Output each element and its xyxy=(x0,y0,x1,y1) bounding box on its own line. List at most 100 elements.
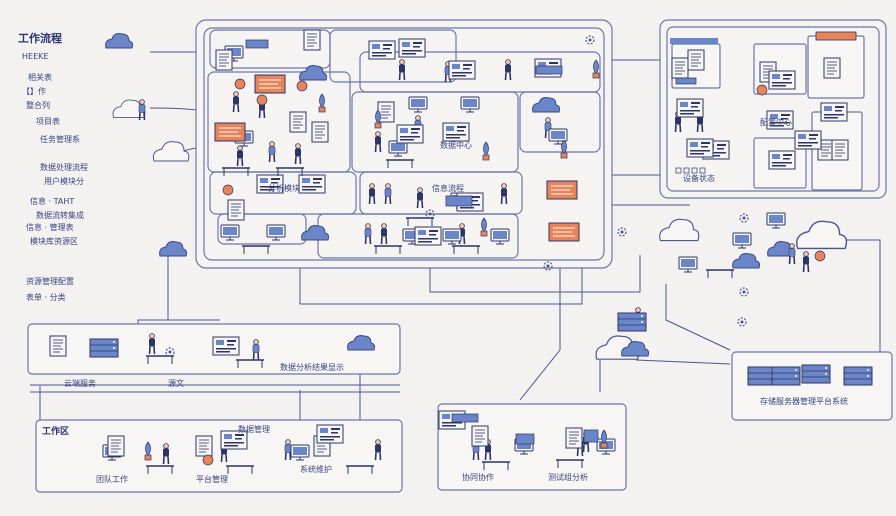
monitor-icon xyxy=(732,232,752,249)
board-icon xyxy=(298,174,326,194)
orange-card-icon xyxy=(548,222,580,242)
board-icon xyxy=(414,226,442,246)
accent-dot xyxy=(296,80,308,92)
server-icon xyxy=(89,338,119,358)
document-icon xyxy=(687,49,705,71)
blue-block xyxy=(675,77,697,85)
bottom-left-caption-4: 系统维护 xyxy=(300,465,332,474)
cloud-icon xyxy=(152,141,190,162)
blue-block xyxy=(535,65,563,75)
cloud-icon xyxy=(659,218,700,242)
document-icon xyxy=(471,425,489,447)
person-icon xyxy=(802,250,810,273)
board-icon xyxy=(794,130,822,150)
document-icon xyxy=(831,139,849,161)
document-icon xyxy=(215,49,233,71)
mid-left-caption-left: 云端服务 xyxy=(64,379,96,388)
connector-line xyxy=(299,268,583,305)
left-column-line: HEEKE xyxy=(22,52,49,61)
person-icon xyxy=(788,242,796,265)
orange-card-icon xyxy=(815,31,857,41)
board-icon xyxy=(448,60,476,80)
bottom-left-caption-2: 平台管理 xyxy=(196,475,228,484)
left-column-line: 【】作 xyxy=(22,87,46,96)
small-square xyxy=(683,167,690,174)
monitor-icon xyxy=(766,212,786,229)
board-icon xyxy=(442,122,470,142)
right-bottom-caption: 存储服务器管理平台系统 xyxy=(760,397,848,406)
board-icon xyxy=(398,38,426,58)
blue-block xyxy=(245,39,269,49)
accent-dot xyxy=(814,250,826,262)
right-bottom-panel xyxy=(731,351,893,421)
connector-line xyxy=(149,107,197,111)
document-icon xyxy=(311,121,329,143)
accent-dot xyxy=(256,94,268,106)
document-icon xyxy=(227,199,245,221)
board-icon xyxy=(316,424,344,444)
right-label-1: 配置中心 xyxy=(760,118,792,127)
board-icon xyxy=(396,124,424,144)
connector-line xyxy=(635,359,731,365)
center-subpanel xyxy=(519,91,601,153)
accent-dot xyxy=(202,454,214,466)
document-icon xyxy=(303,29,321,51)
board-icon xyxy=(368,40,396,60)
gear-icon xyxy=(739,213,749,223)
cloud-icon xyxy=(105,33,134,49)
small-square xyxy=(699,167,706,174)
board-icon xyxy=(212,336,240,356)
blue-block xyxy=(445,195,473,207)
server-icon xyxy=(843,366,873,386)
left-column-line: 模块库资源区 xyxy=(30,237,78,246)
document-icon xyxy=(195,435,213,457)
cloud-icon xyxy=(159,241,188,257)
gear-icon xyxy=(739,287,749,297)
board-icon xyxy=(686,138,714,158)
server-icon xyxy=(617,312,647,332)
connector-line xyxy=(665,284,731,351)
connector-line xyxy=(429,255,641,293)
cloud-icon xyxy=(732,253,761,269)
board-icon xyxy=(820,102,848,122)
server-icon xyxy=(801,364,831,384)
left-column-line: 数据处理流程 xyxy=(40,163,88,172)
center-subpanel xyxy=(217,213,307,245)
bottom-left-caption-1: 团队工作 xyxy=(96,475,128,484)
accent-dot xyxy=(756,84,768,96)
server-icon xyxy=(771,366,801,386)
left-column-line: 项目表 xyxy=(36,117,60,126)
bottom-mid-caption-1: 协同协作 xyxy=(462,473,494,482)
right-header-bar xyxy=(670,38,718,44)
mid-left-caption-right: 数据分析结果显示 xyxy=(280,363,344,372)
mid-left-caption-mid: 源文 xyxy=(168,379,184,388)
cloud-icon xyxy=(796,220,848,250)
gear-icon xyxy=(737,317,747,327)
center-panel-inner xyxy=(203,27,605,261)
left-column-line: 数据流转集成 xyxy=(36,211,84,220)
left-column-line: 任务管理系 xyxy=(40,135,80,144)
orange-card-icon xyxy=(546,180,578,200)
connector-line xyxy=(519,349,561,401)
left-column-line: 信息 · TAHT xyxy=(30,197,75,206)
left-column-line: 整合列 xyxy=(26,101,50,110)
small-square xyxy=(691,167,698,174)
left-column-line: 信息 · 管理表 xyxy=(26,223,74,232)
blue-block xyxy=(515,433,535,445)
accent-dot xyxy=(222,184,234,196)
document-icon xyxy=(823,57,841,79)
center-label-3: 数据中心 xyxy=(440,141,472,150)
left-column-line: 资源管理配置 xyxy=(26,277,74,286)
board-icon xyxy=(768,70,796,90)
bottom-left-caption-3: 数据管理 xyxy=(238,425,270,434)
right-panel-inner xyxy=(666,26,880,192)
board-icon xyxy=(768,150,796,170)
blue-block xyxy=(451,413,479,423)
orange-card-icon xyxy=(214,122,246,142)
document-icon xyxy=(565,427,583,449)
bottom-left-panel xyxy=(35,419,403,493)
document-icon xyxy=(107,435,125,457)
desk-icon xyxy=(705,269,735,279)
bottom-left-title: 工作区 xyxy=(42,427,70,437)
